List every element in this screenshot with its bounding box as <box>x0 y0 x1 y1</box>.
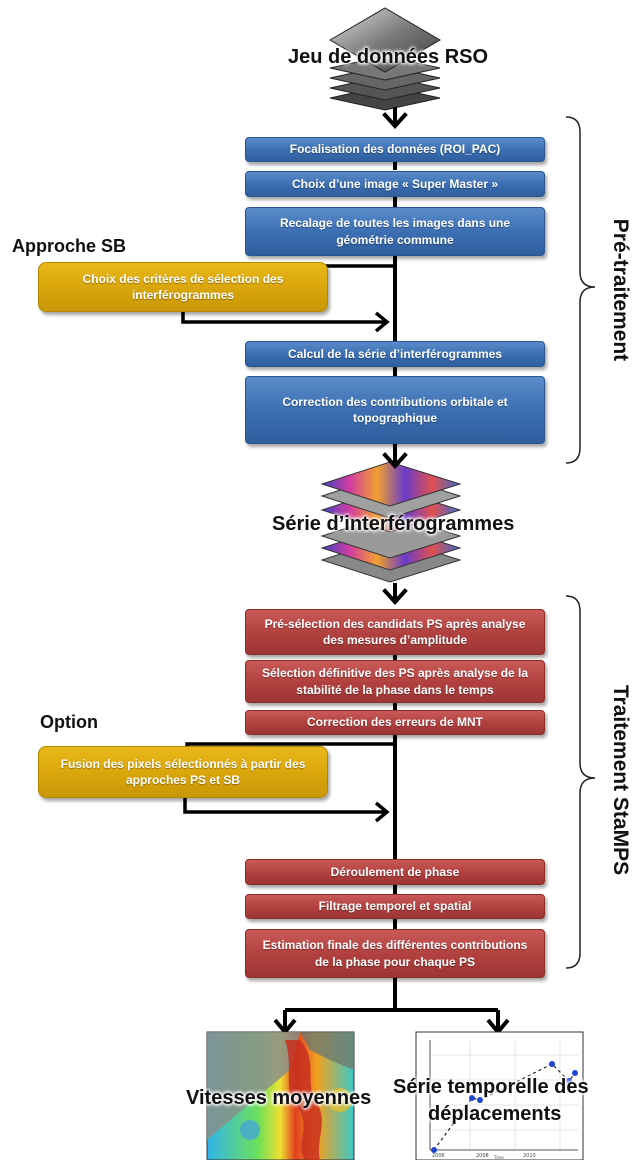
timeseries-output-label-1: Série temporelle des <box>393 1076 589 1098</box>
stamps-label: Traitement StaMPS <box>609 684 632 876</box>
interferogram-stack-icon <box>320 461 462 583</box>
step-orbital-topo-correction: Correction des contributions orbitale et… <box>245 376 545 444</box>
step-ps-preselection: Pré-sélection des candidats PS après ana… <box>245 609 545 655</box>
step-super-master: Choix d’une image « Super Master » <box>245 171 545 197</box>
flow-arrowheads <box>382 112 408 605</box>
step-temporal-spatial-filtering: Filtrage temporel et spatial <box>245 894 545 919</box>
step-final-estimation: Estimation finale des différentes contri… <box>245 929 545 978</box>
step-dem-error-correction: Correction des erreurs de MNT <box>245 710 545 735</box>
velocity-output-label: Vitesses moyennes <box>186 1087 372 1109</box>
step-focalisation: Focalisation des données (ROI_PAC) <box>245 137 545 162</box>
option-label: Option <box>40 712 98 732</box>
step-recalage: Recalage de toutes les images dans une g… <box>245 207 545 256</box>
interferogram-series-title: Série d’interférogrammes <box>272 513 515 535</box>
plot-tick-2008: 2008 <box>476 1153 489 1159</box>
output-fork-arrows <box>273 1000 510 1036</box>
sb-selection-criteria-step: Choix des critères de sélection des inte… <box>38 262 328 312</box>
plot-xlabel: Time <box>493 1155 504 1160</box>
preprocessing-brace <box>565 116 596 464</box>
option-fusion-step: Fusion des pixels sélectionnés à partir … <box>38 746 328 798</box>
sar-dataset-title: Jeu de données RSO <box>288 46 489 68</box>
preprocessing-label: Pré-traitement <box>609 218 632 362</box>
velocity-map-image <box>206 1031 355 1160</box>
timeseries-output-label-2: déplacements <box>428 1103 562 1125</box>
step-ps-final-selection: Sélection définitive des PS après analys… <box>245 660 545 703</box>
stamps-brace <box>565 595 596 969</box>
sb-approach-label: Approche SB <box>12 236 127 256</box>
step-interferogram-series: Calcul de la série d’interférogrammes <box>245 341 545 367</box>
timeseries-plot: 2008 2010 2006 Time <box>415 1031 584 1160</box>
plot-tick-2010: 2010 <box>523 1153 536 1159</box>
sar-stack-icon <box>329 7 441 111</box>
step-phase-unwrapping: Déroulement de phase <box>245 859 545 885</box>
plot-tick-2006: 2006 <box>432 1153 445 1159</box>
